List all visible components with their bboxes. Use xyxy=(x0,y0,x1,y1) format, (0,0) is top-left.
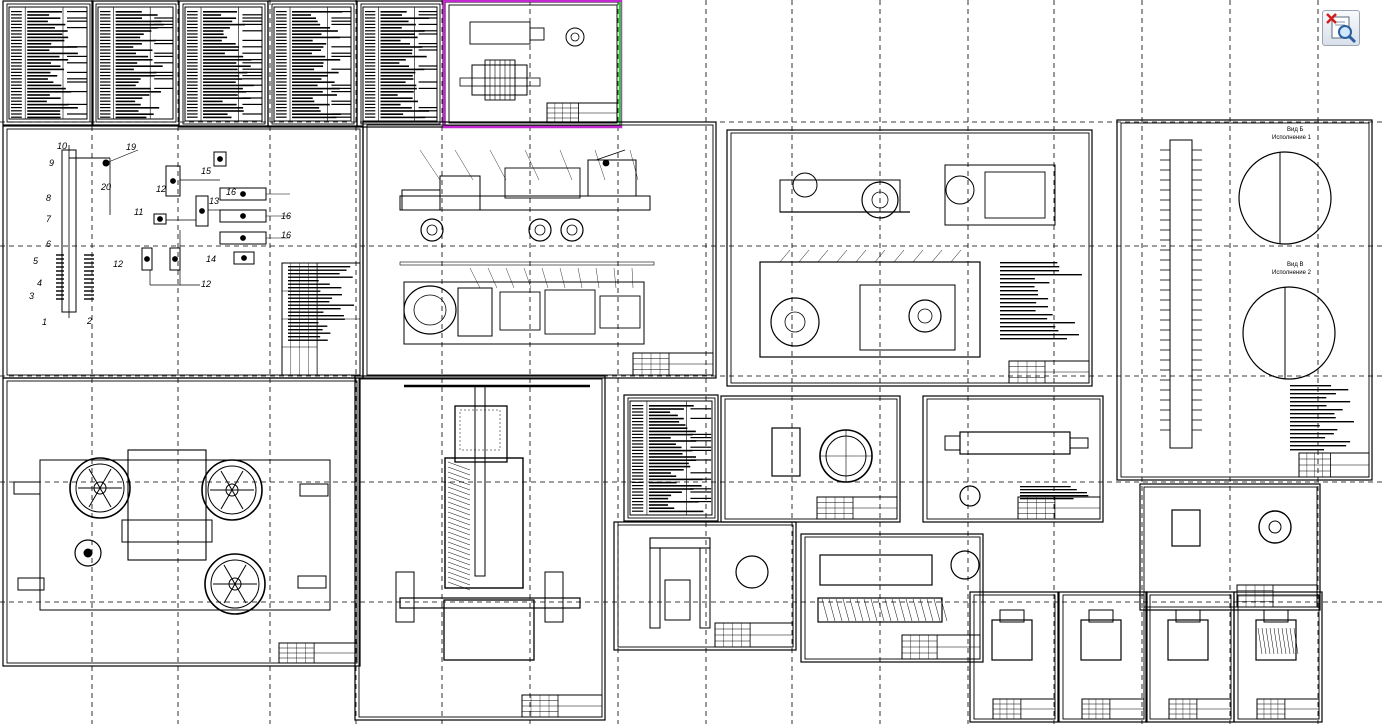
callout-label: 9 xyxy=(49,158,54,168)
plunger-part-sheet[interactable] xyxy=(800,533,984,663)
zoom-window-icon xyxy=(1326,13,1357,44)
flange-part-sheet[interactable] xyxy=(720,395,901,523)
callout-label: 16 xyxy=(281,211,291,221)
tool-sheet-3[interactable] xyxy=(1145,591,1235,723)
bushing-part-sheet[interactable] xyxy=(1139,483,1321,611)
close-icon xyxy=(1326,13,1337,24)
tool-sheet-2[interactable] xyxy=(1058,591,1148,723)
hydraulic-scheme-sheet[interactable] xyxy=(2,125,364,379)
callout-label: 13 xyxy=(209,196,219,206)
fixture-sheet[interactable] xyxy=(613,521,797,651)
spec-sheet-4[interactable] xyxy=(267,0,358,128)
callout-label: 7 xyxy=(46,214,52,224)
callout-label: 10 xyxy=(57,141,67,151)
spec-sheet-3[interactable] xyxy=(178,0,269,128)
zoom-window-button[interactable] xyxy=(1322,10,1360,46)
callout-label: 3 xyxy=(29,291,34,301)
callout-label: 6 xyxy=(46,239,51,249)
spec-sheet-5[interactable] xyxy=(356,0,444,128)
callout-label: 19 xyxy=(126,142,136,152)
selected-part-sheet[interactable] xyxy=(442,0,623,129)
truck-unit-sheet[interactable] xyxy=(362,121,717,379)
callout-label: 8 xyxy=(46,193,51,203)
callout-label: 16 xyxy=(226,187,236,197)
callout-label: 15 xyxy=(201,166,212,176)
small-spec-sheet[interactable] xyxy=(623,394,719,522)
packer-view-labels: Вид Б Исполнение 1 Вид В Исполнение 2 xyxy=(1272,127,1312,276)
view-label: Исполнение 1 xyxy=(1272,135,1312,141)
view-label: Вид В xyxy=(1287,262,1304,268)
shaft-part-sheet[interactable] xyxy=(922,395,1104,523)
packer-sheet[interactable] xyxy=(1116,119,1373,481)
tool-sheet-1[interactable] xyxy=(969,591,1059,723)
callout-label: 16 xyxy=(281,230,291,240)
callout-label: 1 xyxy=(42,317,47,327)
sectional-valve-sheet[interactable] xyxy=(354,375,606,721)
view-label: Исполнение 2 xyxy=(1272,270,1312,276)
callout-label: 12 xyxy=(113,259,123,269)
callout-label: 12 xyxy=(201,279,211,289)
callout-label: 12 xyxy=(156,184,166,194)
spec-sheet-2[interactable] xyxy=(91,0,180,126)
spec-sheet-1[interactable] xyxy=(2,0,94,126)
tool-sheet-4[interactable] xyxy=(1233,591,1323,723)
scheme-callouts: 10 9 8 7 6 5 4 3 1 2 19 20 15 12 11 13 1… xyxy=(29,141,291,327)
pump-assembly-sheet[interactable] xyxy=(726,129,1093,387)
valve-manifold-sheet[interactable] xyxy=(2,377,361,667)
callout-label: 2 xyxy=(86,316,92,326)
callout-label: 20 xyxy=(100,182,111,192)
callout-label: 5 xyxy=(33,256,39,266)
callout-label: 11 xyxy=(134,207,143,217)
callout-label: 4 xyxy=(37,278,42,288)
callout-label: 14 xyxy=(206,254,216,264)
view-label: Вид Б xyxy=(1287,127,1304,133)
